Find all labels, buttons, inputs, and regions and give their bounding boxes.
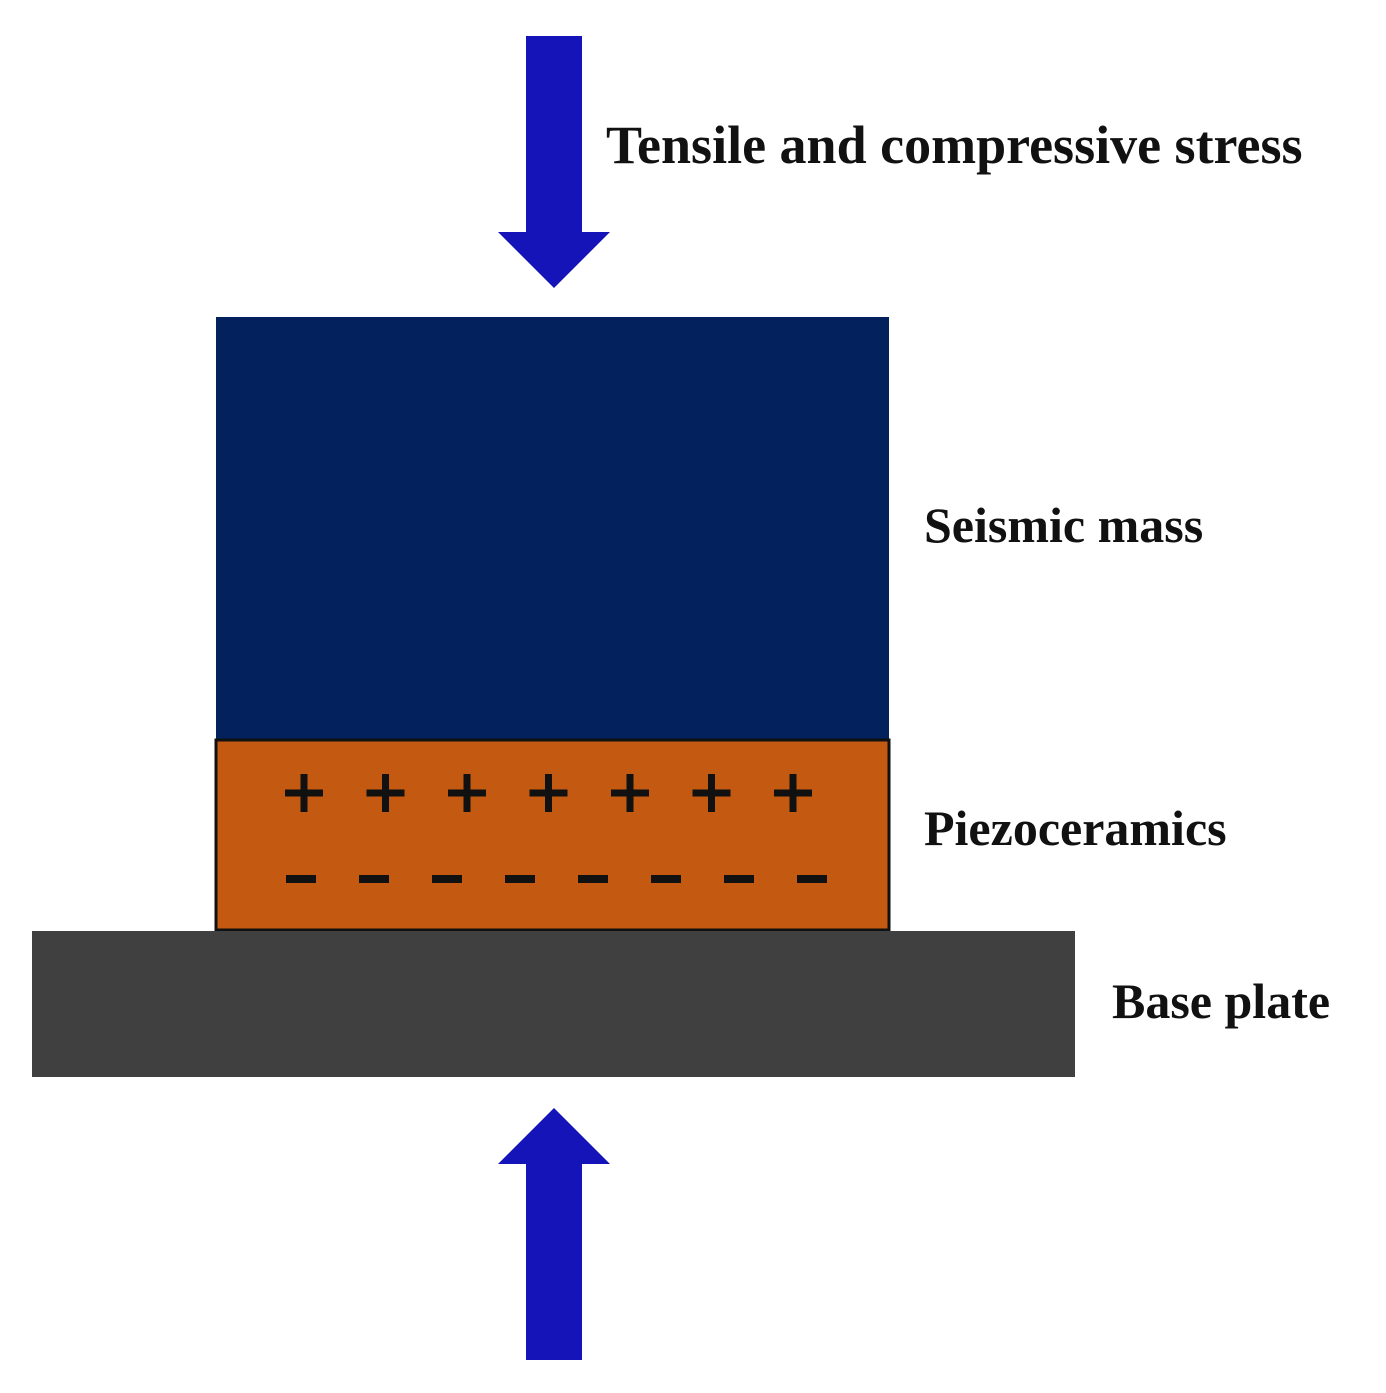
piezoceramics-layer bbox=[214, 738, 891, 932]
positive-charges-row bbox=[285, 774, 812, 812]
positive-charge-symbol bbox=[692, 774, 731, 812]
negative-charge-symbol bbox=[724, 875, 754, 883]
base-plate-label: Base plate bbox=[1112, 973, 1331, 1029]
negative-charge-symbol bbox=[359, 875, 389, 883]
positive-charge-symbol bbox=[529, 774, 568, 812]
negative-charge-symbol bbox=[578, 875, 608, 883]
negative-charge-symbol bbox=[505, 875, 535, 883]
negative-charge-symbol bbox=[286, 875, 316, 883]
bottom-stress-arrow bbox=[498, 1108, 610, 1360]
top-stress-arrow bbox=[498, 36, 610, 288]
positive-charge-symbol bbox=[611, 774, 649, 812]
positive-charge-symbol bbox=[448, 774, 486, 812]
positive-charge-symbol bbox=[774, 774, 812, 812]
seismic-mass-block bbox=[216, 317, 889, 740]
negative-charge-symbol bbox=[432, 875, 462, 883]
positive-charge-symbol bbox=[285, 774, 323, 812]
positive-charge-symbol bbox=[366, 774, 405, 812]
base-plate-block bbox=[32, 931, 1075, 1077]
negative-charge-symbol bbox=[797, 875, 827, 883]
piezoceramics-label: Piezoceramics bbox=[924, 800, 1227, 856]
seismic-mass-label: Seismic mass bbox=[924, 497, 1204, 553]
stress-label: Tensile and compressive stress bbox=[606, 115, 1303, 175]
negative-charges-row bbox=[286, 875, 827, 883]
negative-charge-symbol bbox=[651, 875, 681, 883]
